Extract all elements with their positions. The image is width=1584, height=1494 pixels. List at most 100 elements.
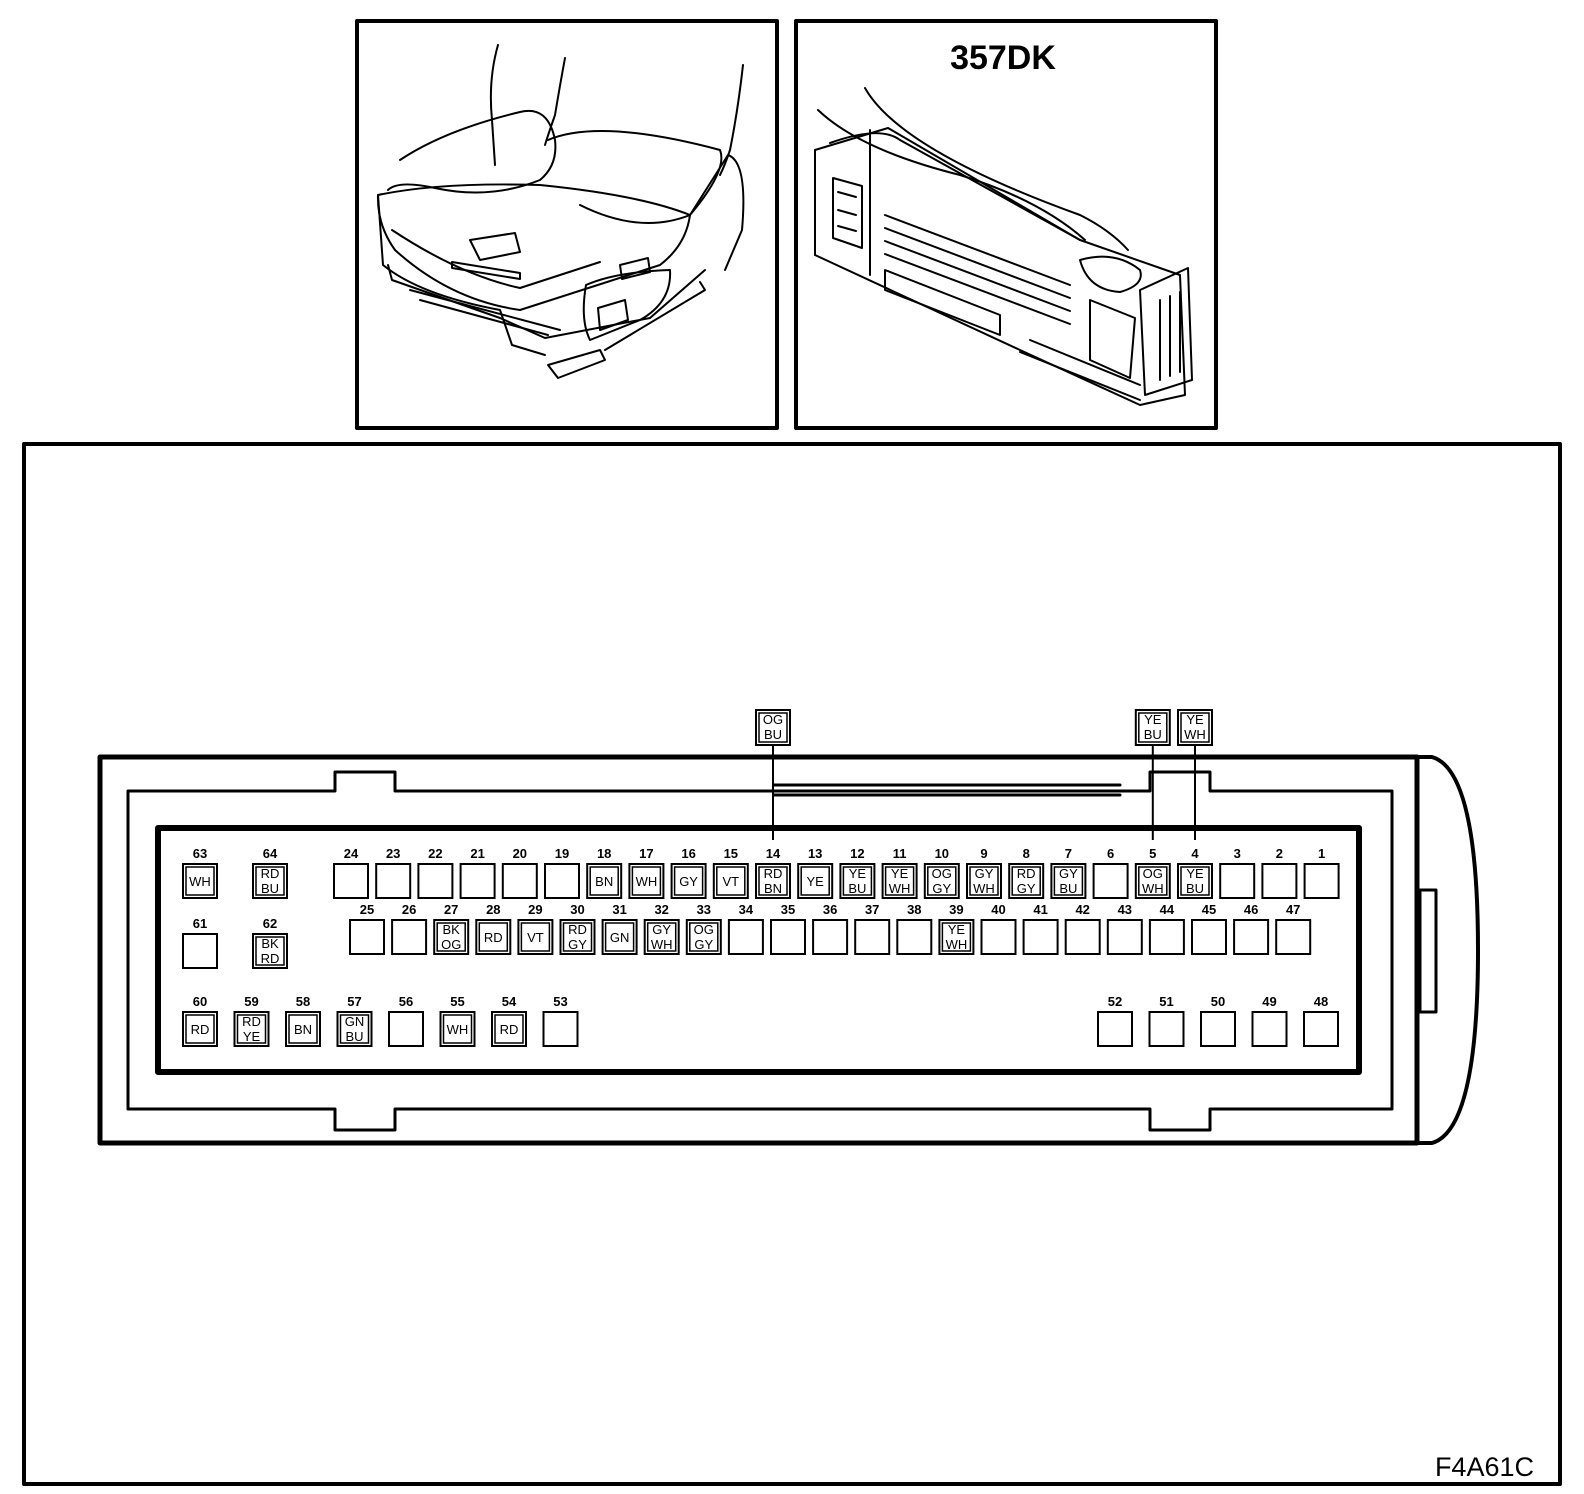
pin-cell bbox=[1050, 863, 1087, 899]
wire-color-code: WH bbox=[1184, 727, 1206, 742]
pin-cell bbox=[388, 1011, 424, 1047]
wire-color-code: BU bbox=[345, 1029, 363, 1044]
pin-cell bbox=[1233, 919, 1270, 955]
pin-color-frame bbox=[520, 922, 551, 952]
pin-cell bbox=[685, 919, 722, 955]
wire-color-code: RD bbox=[500, 1022, 519, 1037]
pin-number: 41 bbox=[1033, 902, 1047, 917]
wire-color-code: BU bbox=[261, 881, 279, 896]
wire-color-code: BK bbox=[443, 922, 461, 937]
pin-number: 3 bbox=[1234, 846, 1241, 861]
pin-number: 4 bbox=[1191, 846, 1199, 861]
pin-cell bbox=[459, 863, 496, 899]
pin-cell bbox=[182, 1011, 218, 1047]
pin-number: 12 bbox=[850, 846, 864, 861]
pin-number: 1 bbox=[1318, 846, 1325, 861]
pin-43: 43 bbox=[1106, 902, 1143, 955]
pin-56: 56 bbox=[388, 994, 424, 1047]
pin-color-frame bbox=[442, 1014, 473, 1044]
wire-color-code: WH bbox=[1142, 881, 1164, 896]
pin-number: 16 bbox=[681, 846, 695, 861]
figure-ref-label: F4A61C bbox=[1435, 1452, 1534, 1482]
pin-cell bbox=[1177, 863, 1213, 899]
pin-color-frame bbox=[646, 922, 677, 952]
pin-number: 9 bbox=[980, 846, 987, 861]
wire-color-code: GY bbox=[568, 937, 587, 952]
pin-number: 61 bbox=[193, 916, 207, 931]
pin-cell bbox=[1022, 919, 1059, 955]
pin-cell bbox=[517, 919, 554, 955]
pin-color-frame bbox=[589, 866, 619, 896]
pin-24: 24 bbox=[333, 846, 369, 899]
pin-46: 46 bbox=[1233, 902, 1270, 955]
pin-number: 37 bbox=[865, 902, 879, 917]
pin-cell bbox=[586, 863, 623, 899]
pin-cell bbox=[881, 863, 918, 899]
pin-cell bbox=[1148, 1011, 1185, 1047]
wire-color-code: OG bbox=[694, 922, 714, 937]
pin-cell bbox=[1008, 863, 1045, 899]
pin-number: 17 bbox=[639, 846, 653, 861]
pin-cell bbox=[755, 863, 791, 899]
pin-48: 48 bbox=[1303, 994, 1339, 1047]
pin-color-frame bbox=[436, 922, 466, 952]
wire-color-code: RD bbox=[261, 951, 280, 966]
pin-25: 25 bbox=[349, 902, 385, 955]
pin-color-frame bbox=[842, 866, 873, 896]
pin-cell bbox=[1261, 863, 1298, 899]
wire-color-code: RD bbox=[1017, 866, 1036, 881]
pin-38: 38 bbox=[896, 902, 933, 955]
wire-color-code: OG bbox=[441, 937, 461, 952]
pin-number: 26 bbox=[402, 902, 416, 917]
callout-box bbox=[1177, 709, 1213, 746]
pin-cell bbox=[812, 919, 849, 955]
pin-number: 2 bbox=[1276, 846, 1283, 861]
pin-cell bbox=[542, 1011, 579, 1047]
pin-number: 56 bbox=[399, 994, 413, 1009]
wire-color-code: YE bbox=[948, 922, 966, 937]
pin-26: 26 bbox=[391, 902, 428, 955]
pin-cell bbox=[1191, 919, 1227, 955]
pin-52: 52 bbox=[1097, 994, 1133, 1047]
pin-40: 40 bbox=[980, 902, 1017, 955]
pin-number: 35 bbox=[781, 902, 795, 917]
pin-number: 21 bbox=[470, 846, 484, 861]
pin-47: 47 bbox=[1275, 902, 1312, 955]
pin-35: 35 bbox=[770, 902, 806, 955]
pin-cell bbox=[336, 1011, 373, 1047]
pin-22: 22 bbox=[417, 846, 454, 899]
pin-number: 8 bbox=[1023, 846, 1030, 861]
pin-color-frame bbox=[562, 922, 593, 952]
wire-color-code: YE bbox=[1186, 712, 1204, 727]
pin-number: 54 bbox=[502, 994, 517, 1009]
pin-cell bbox=[670, 863, 707, 899]
pin-44: 44 bbox=[1148, 902, 1185, 955]
pin-cell bbox=[980, 919, 1017, 955]
wire-color-code: YE bbox=[891, 866, 909, 881]
pin-number: 63 bbox=[193, 846, 207, 861]
pin-color-frame bbox=[185, 1014, 215, 1044]
pin-number: 28 bbox=[486, 902, 500, 917]
pin-cell bbox=[544, 863, 580, 899]
pin-color-frame bbox=[236, 1014, 267, 1044]
connector-face bbox=[97, 754, 1480, 1146]
pin-color-frame bbox=[478, 922, 509, 952]
pin-number: 57 bbox=[347, 994, 361, 1009]
pin-cell bbox=[601, 919, 638, 955]
callout-box bbox=[755, 709, 791, 746]
pin-color-frame bbox=[185, 866, 215, 896]
pin-cell bbox=[797, 863, 834, 899]
wire-color-code: RD bbox=[191, 1022, 210, 1037]
pin-cell bbox=[252, 933, 288, 969]
wire-color-code: GY bbox=[975, 866, 994, 881]
